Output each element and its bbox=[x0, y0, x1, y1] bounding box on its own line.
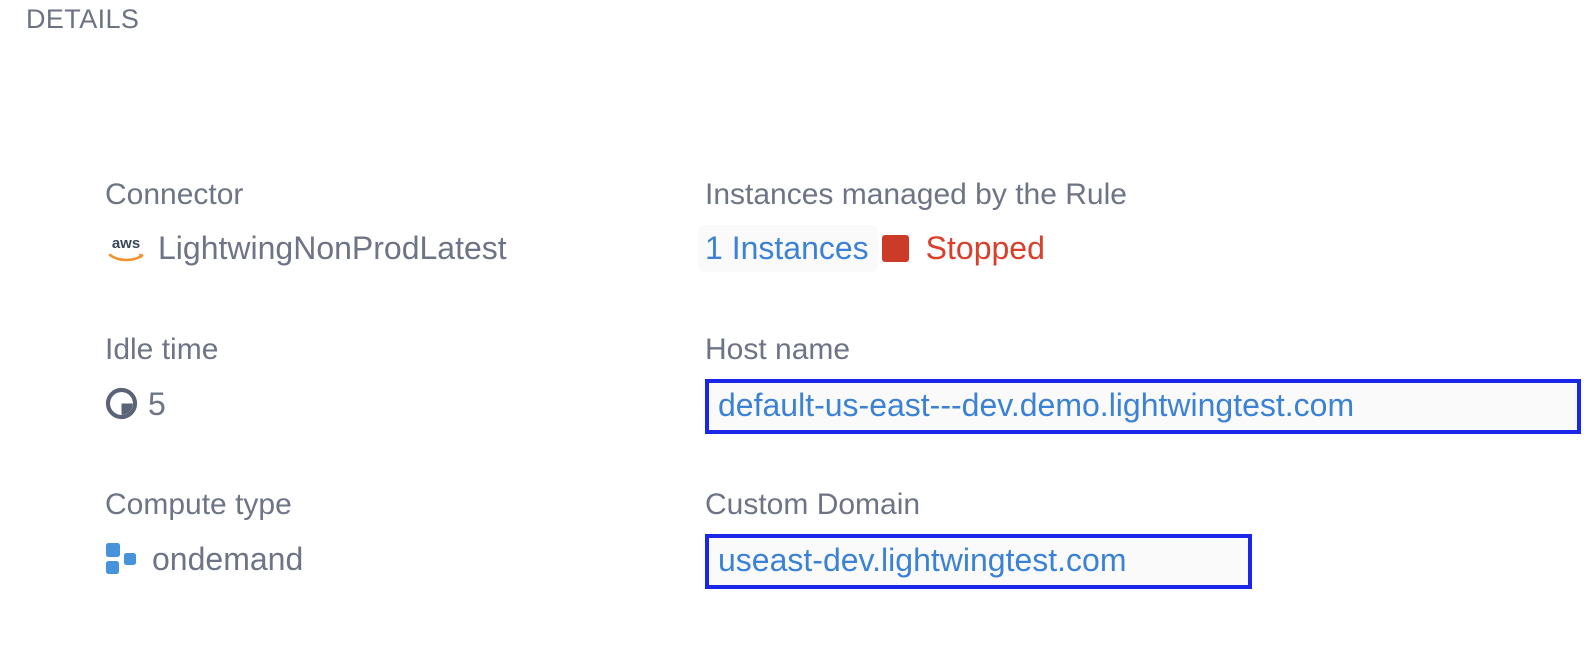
clock-icon bbox=[105, 387, 138, 420]
connector-value-row: aws LightwingNonProdLatest bbox=[105, 232, 705, 264]
field-connector: Connector aws LightwingNonProdLatest bbox=[105, 180, 705, 335]
idle-time-value: 5 bbox=[148, 385, 166, 422]
custom-domain-highlight-box: useast-dev.lightwingtest.com bbox=[705, 534, 1252, 589]
page-title: DETAILS bbox=[26, 4, 140, 34]
aws-logo-icon: aws bbox=[108, 235, 144, 262]
status-badge: Stopped bbox=[925, 230, 1045, 266]
idle-time-value-row: 5 bbox=[105, 387, 705, 420]
field-compute-type: Compute type ondemand bbox=[105, 490, 705, 645]
host-name-label: Host name bbox=[705, 333, 851, 366]
custom-domain-label: Custom Domain bbox=[705, 488, 921, 521]
status-swatch-icon bbox=[881, 234, 909, 262]
host-name-highlight-box: default-us-east---dev.demo.lightwingtest… bbox=[705, 379, 1581, 434]
field-instances: Instances managed by the Rule 1 Instance… bbox=[698, 178, 1585, 335]
idle-time-label: Idle time bbox=[105, 333, 219, 366]
details-row: Idle time 5 Host name default-us-east---… bbox=[105, 335, 1585, 490]
field-host-name: Host name default-us-east---dev.demo.lig… bbox=[705, 335, 1585, 490]
custom-domain-link[interactable]: useast-dev.lightwingtest.com bbox=[718, 542, 1127, 578]
compute-type-value-row: ondemand bbox=[105, 542, 705, 575]
field-idle-time: Idle time 5 bbox=[105, 335, 705, 490]
field-custom-domain: Custom Domain useast-dev.lightwingtest.c… bbox=[705, 490, 1585, 645]
details-row: Connector aws LightwingNonProdLatest Ins… bbox=[105, 180, 1585, 335]
connector-value: LightwingNonProdLatest bbox=[158, 230, 507, 266]
compute-squares-icon bbox=[106, 543, 136, 574]
compute-type-value: ondemand bbox=[152, 540, 304, 577]
instances-value-row: 1 Instances Stopped bbox=[698, 225, 1585, 272]
connector-label: Connector bbox=[105, 178, 244, 211]
details-row: Compute type ondemand Custom Domain usea… bbox=[105, 490, 1585, 645]
svg-text:aws: aws bbox=[112, 235, 140, 252]
host-name-link[interactable]: default-us-east---dev.demo.lightwingtest… bbox=[718, 387, 1355, 423]
details-grid: Connector aws LightwingNonProdLatest Ins… bbox=[105, 180, 1585, 645]
compute-type-label: Compute type bbox=[105, 488, 292, 521]
instances-label: Instances managed by the Rule bbox=[705, 178, 1127, 211]
instances-count-link[interactable]: 1 Instances bbox=[698, 225, 878, 272]
